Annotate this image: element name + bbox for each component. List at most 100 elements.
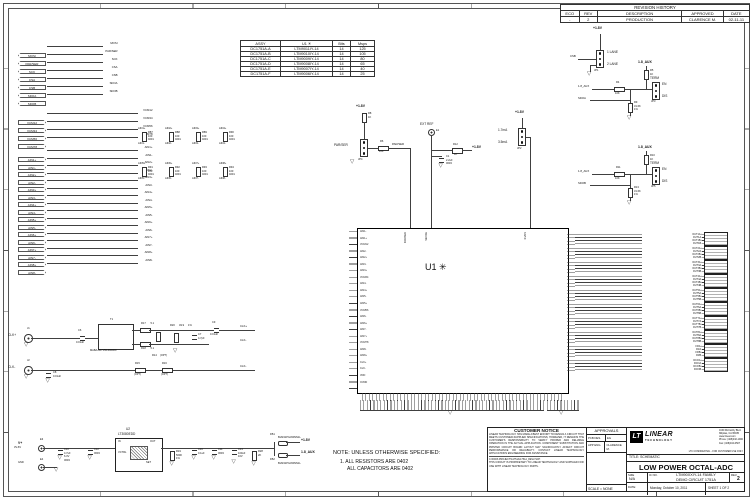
ground-symbol: ▽ — [587, 71, 592, 77]
power-flag: +1.8V — [301, 438, 310, 442]
capacitor — [58, 450, 63, 455]
wire — [645, 151, 647, 155]
ground-symbol: ▽ — [24, 374, 29, 380]
wire — [431, 136, 432, 228]
test-point-ref: E1 — [436, 129, 440, 132]
signal-flag: AIN5+ — [18, 217, 46, 222]
net-label: OUT7A- — [642, 320, 702, 324]
approvals-title: APPROVALS — [587, 427, 626, 435]
power-input-range: 3V-6V — [14, 446, 22, 449]
jumper-option: EN — [662, 82, 667, 86]
output-wire-bundle — [575, 262, 704, 272]
output-net-labels: OUT1A+OUT1A-OUT1B+OUT1B- — [642, 233, 702, 246]
revision-history-table: REVISION HISTORY ECO REV DESCRIPTION APP… — [560, 4, 751, 23]
wire — [630, 89, 631, 100]
net-label: AIN4- — [144, 197, 153, 202]
jumper-pin — [654, 95, 658, 98]
approval-name: CLARENCE M. — [606, 443, 622, 451]
ferrite-bead — [278, 453, 288, 459]
net-label: OUT8B- — [642, 340, 702, 344]
net-label: OUT6B- — [642, 312, 702, 316]
address-line: 1630 McCarthy Blvd. — [719, 429, 742, 432]
wire — [645, 79, 647, 89]
resistor-value: 10K — [615, 91, 620, 95]
pin-label: PAR/SER — [404, 232, 407, 244]
net-label: OUT1A+ — [642, 233, 702, 237]
ferrite-bead-ref: FB1 — [270, 433, 275, 436]
wire — [431, 150, 452, 151]
resistor — [644, 155, 650, 165]
jumper-pin — [654, 169, 658, 172]
output-connector — [704, 232, 728, 246]
output-net-labels: OUT2A+OUT2A-OUT2B+OUT2B- — [642, 247, 702, 260]
demo-circuit: DEMO CIRCUIT 1751A — [676, 478, 716, 482]
chip-pin-ticks-right — [567, 234, 575, 374]
resistor — [174, 333, 180, 343]
pin-label: VCM78 — [360, 341, 369, 345]
net-label: FRA+ — [642, 345, 702, 349]
wire — [590, 185, 630, 186]
resistor-ref: R5 — [650, 69, 654, 72]
page-title: LOW POWER OCTAL-ADC — [627, 462, 745, 473]
ground-symbol: ▽ — [251, 460, 256, 467]
capacitor-voltage: 6.3V — [64, 455, 70, 458]
capacitor — [232, 450, 237, 455]
pin-label: AIN4+ — [360, 288, 368, 292]
net-label: OUT2B+ — [642, 253, 702, 257]
jumper-pin — [520, 130, 524, 133]
resistor-ref: R18 — [141, 346, 146, 350]
net-label: OUT7B+ — [642, 323, 702, 327]
titleblock-row3: SIZE N/A IC NO. LTM90XXIY-14 FAMILY DEMO… — [627, 473, 745, 483]
resistor — [378, 145, 389, 152]
power-input-label: V+ — [18, 441, 23, 445]
net-label: AIN3- — [144, 182, 153, 187]
net-label: OUT4B- — [642, 284, 702, 288]
net-label: OUT5B+ — [642, 295, 702, 299]
pin-label: VDD — [360, 374, 366, 378]
pin-label: AIN1- — [360, 230, 367, 233]
pin-label: AIN7- — [360, 328, 367, 332]
wire — [629, 185, 631, 188]
customer-notice: CUSTOMER NOTICE LINEAR TECHNOLOGY HAS MA… — [487, 427, 587, 492]
jumper-pin — [598, 57, 602, 61]
test-point-ref: E4 — [40, 458, 44, 461]
capacitor-value: 4.7uF — [64, 451, 71, 455]
wire — [363, 122, 365, 139]
ilvds-jumper — [518, 128, 526, 146]
signal-flag: AIN1+ — [18, 157, 46, 162]
jumper-title: TERM — [650, 161, 660, 165]
title-block-region — [487, 427, 745, 492]
jumper-pin — [362, 146, 366, 150]
pin-label: IN — [118, 440, 121, 443]
wire — [645, 164, 647, 174]
resistor-ref: R8 — [368, 112, 372, 115]
net-label: DCOB+ — [642, 365, 702, 369]
signal-flag-row: AIN2+AIN2+ — [18, 161, 153, 168]
resistor-ref: R6 — [380, 140, 384, 143]
capacitor-size: 0603 — [94, 451, 100, 455]
wire — [590, 65, 596, 66]
capacitor-ref: C7 — [198, 333, 202, 336]
output-net-labels: OUT7A+OUT7A-OUT7B+OUT7B- — [642, 317, 702, 330]
net-label: SDOA — [578, 95, 586, 100]
net-label: OUT3B- — [642, 270, 702, 274]
resistor — [362, 113, 368, 123]
output-wire-bundle — [575, 360, 704, 370]
resistor-value: 100 — [175, 169, 180, 173]
net-label: AIN3+ — [192, 127, 200, 130]
pin-label: CLK- — [360, 367, 366, 371]
signal-flag: AIN2+ — [18, 172, 46, 177]
wire — [629, 112, 631, 116]
net-label: AIN1- — [144, 152, 153, 157]
pin-label: SET — [146, 461, 152, 464]
transformer-part: MABA-007159-000000 — [90, 349, 117, 352]
signal-flag: AIN8- — [18, 270, 46, 275]
pin-label: VCTRL — [118, 451, 127, 454]
scale-label: SCALE = NONE — [587, 484, 626, 492]
power-flag: +1.8V — [515, 110, 524, 114]
